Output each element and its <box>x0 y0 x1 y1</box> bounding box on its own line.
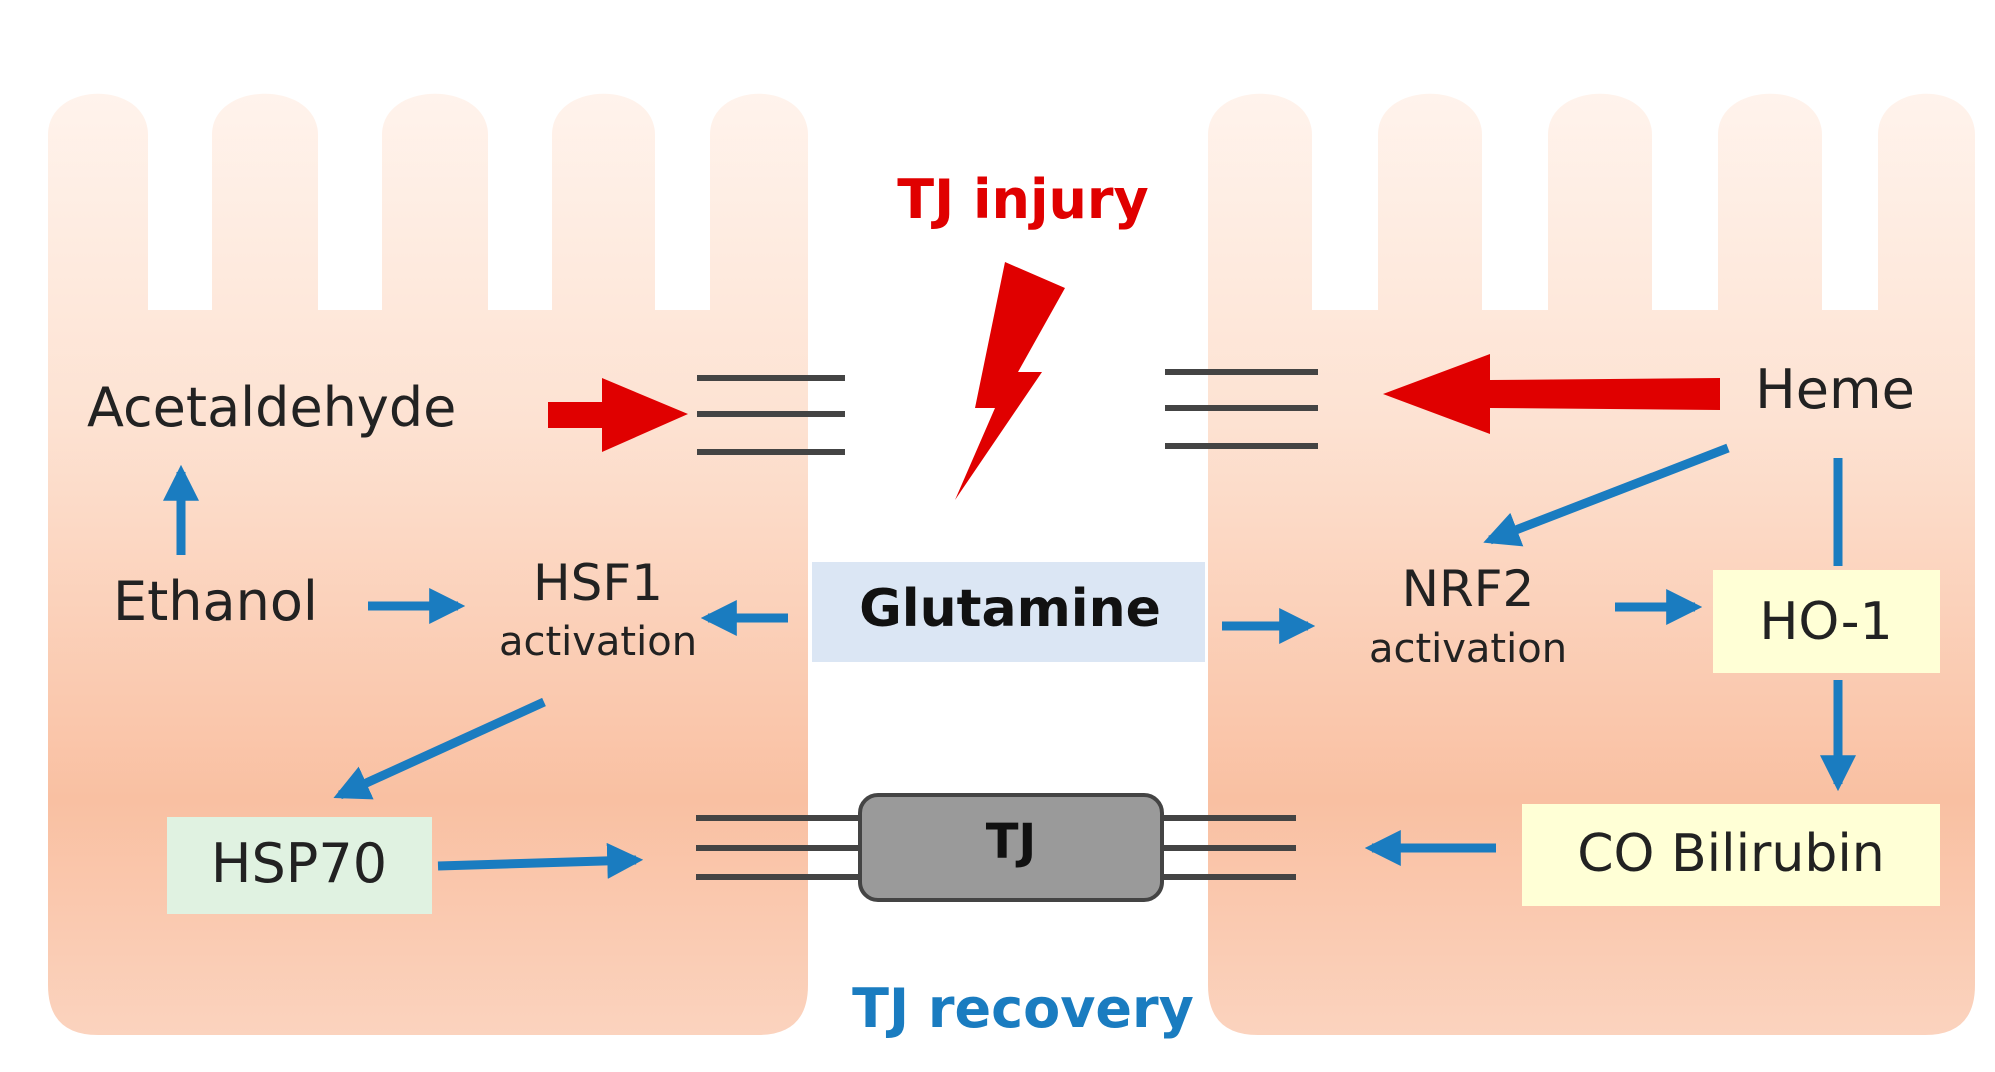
glutamine-label: Glutamine <box>859 579 1161 639</box>
lightning-bolt-icon <box>955 262 1065 500</box>
heme-label: Heme <box>1755 358 1915 421</box>
hsf1-activation-label: activation <box>499 619 697 665</box>
ho1-label: HO-1 <box>1759 592 1892 652</box>
nrf2-label: NRF2 <box>1402 560 1535 618</box>
tj-label: TJ <box>986 814 1037 870</box>
arrow-hsf1-to-hsp70 <box>333 697 546 800</box>
red-arrow-heme <box>1383 354 1720 434</box>
hsf1-label: HSF1 <box>533 554 663 612</box>
arrow-heme-to-nrf2 <box>1483 443 1730 547</box>
left-cell <box>48 93 808 1035</box>
arrow-hsp70-to-tj <box>437 842 644 879</box>
acetaldehyde-label: Acetaldehyde <box>87 376 456 439</box>
nrf2-activation-label: activation <box>1369 626 1567 672</box>
tj-recovery-title: TJ recovery <box>852 977 1194 1040</box>
ethanol-label: Ethanol <box>113 570 318 633</box>
recovered-tj-lines-left <box>696 815 860 880</box>
right-cell <box>1208 93 1975 1035</box>
hsp70-label: HSP70 <box>211 832 387 895</box>
co-bilirubin-box <box>1522 804 1940 906</box>
glutamine-box <box>812 562 1205 662</box>
tj-box <box>858 793 1164 902</box>
injured-tj-lines-right <box>1165 369 1318 449</box>
ho1-box <box>1713 570 1940 673</box>
tj-injury-title: TJ injury <box>897 168 1148 231</box>
recovered-tj-lines-right <box>1162 815 1296 880</box>
co-bilirubin-label: CO Bilirubin <box>1577 824 1885 884</box>
hsp70-box <box>167 817 432 914</box>
injured-tj-lines-left <box>697 375 845 455</box>
blue-arrows <box>163 443 1856 879</box>
red-arrow-acetaldehyde <box>548 378 688 452</box>
